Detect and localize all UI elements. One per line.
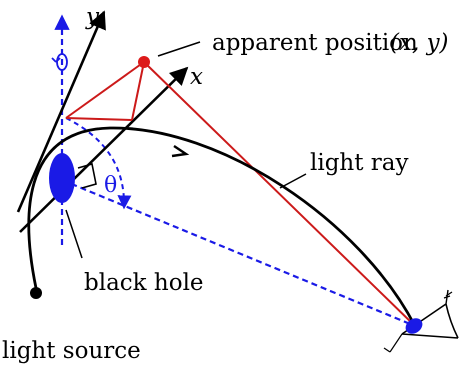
axis-y-label: y	[85, 4, 100, 30]
black-hole-leader	[65, 209, 83, 259]
apparent-position-coords: (x, y)	[390, 30, 449, 56]
black-hole	[49, 153, 75, 203]
apparent-position-label: apparent position	[212, 30, 418, 56]
apparent-position-lines	[65, 61, 416, 327]
theta-label: θ	[104, 173, 117, 198]
right-angle-marker	[77, 162, 97, 189]
axis-x	[19, 66, 189, 233]
apparent-position-point	[138, 56, 150, 68]
axis-y	[16, 10, 106, 213]
axis-x-label: x	[190, 64, 203, 90]
light-ray-leader	[279, 173, 307, 189]
light-source-label: light source	[2, 338, 141, 364]
apparent-position-leader	[157, 41, 201, 57]
light-ray-label: light ray	[310, 150, 409, 176]
light-ray-arrow	[171, 145, 190, 158]
rotation-arrow-icon	[51, 53, 68, 71]
theta-arc	[65, 117, 132, 210]
eye-icon	[383, 289, 459, 353]
black-hole-label: black hole	[84, 270, 204, 296]
light-ray-curve	[27, 126, 417, 327]
light-source-point	[30, 287, 42, 299]
